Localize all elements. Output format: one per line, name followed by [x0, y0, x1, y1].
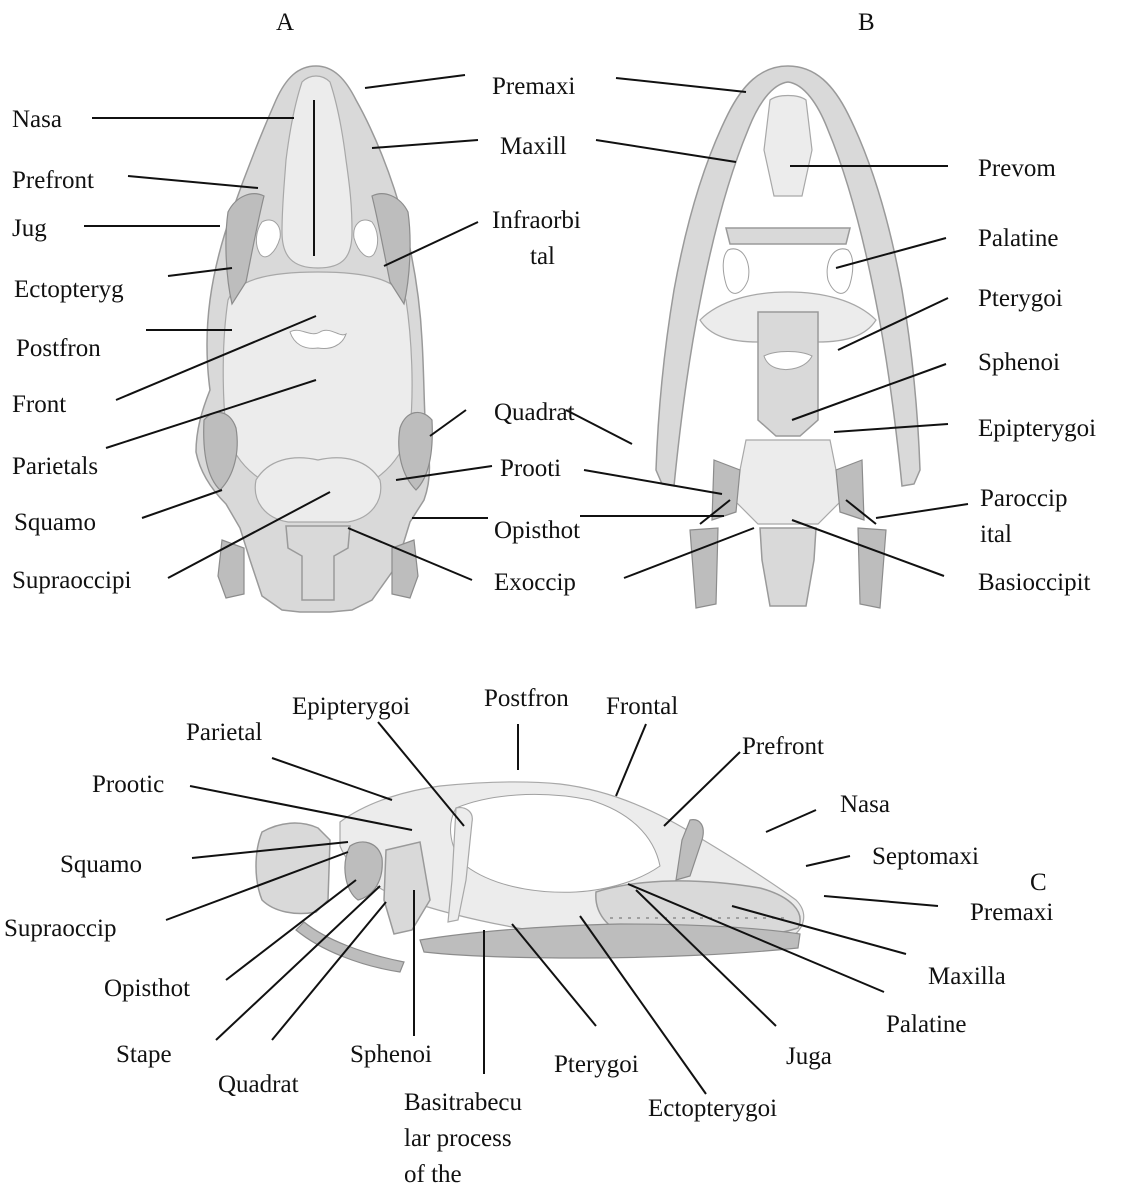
label-a-front: Front — [12, 391, 66, 418]
label-c-sphenoi: Sphenoi — [350, 1041, 432, 1068]
label-b-pterygoi: Pterygoi — [978, 285, 1063, 312]
label-a-infraorbi-1: Infraorbi — [492, 207, 581, 234]
label-b-basioccipit: Basioccipit — [978, 569, 1091, 596]
label-c-basitrabecu-3: of the — [404, 1161, 462, 1184]
panel-letter-b: B — [858, 9, 875, 36]
label-c-supraoccip: Supraoccip — [4, 915, 116, 942]
label-a-prefront: Prefront — [12, 167, 94, 194]
label-a-exoccip: Exoccip — [494, 569, 576, 596]
label-c-palatine: Palatine — [886, 1011, 967, 1038]
skull-ventral-view — [656, 66, 920, 608]
label-b-epipterygoi: Epipterygoi — [978, 415, 1096, 442]
label-a-postfron: Postfron — [16, 335, 101, 362]
label-b-palatine: Palatine — [978, 225, 1059, 252]
label-a-supraoccipi: Supraoccipi — [12, 567, 131, 594]
label-c-epipterygoi: Epipterygoi — [292, 693, 410, 720]
skull-dorsal-view — [196, 66, 432, 612]
panel-letter-a: A — [276, 9, 294, 36]
label-a-opisthot: Opisthot — [494, 517, 580, 544]
label-c-basitrabecu-2: lar process — [404, 1125, 512, 1152]
label-c-quadrat: Quadrat — [218, 1071, 299, 1098]
label-a-quadrat: Quadrat — [494, 399, 575, 426]
label-c-maxilla: Maxilla — [928, 963, 1006, 990]
label-c-basitrabecu-1: Basitrabecu — [404, 1089, 523, 1116]
label-c-nasa: Nasa — [840, 791, 890, 818]
skull-lateral-view — [256, 782, 804, 972]
label-a-infraorbi-2: tal — [530, 243, 555, 270]
label-a-jug: Jug — [12, 215, 47, 242]
label-a-squamo: Squamo — [14, 509, 96, 536]
label-c-postfron: Postfron — [484, 685, 569, 712]
label-c-juga: Juga — [786, 1043, 832, 1070]
label-c-ectopterygoi: Ectopterygoi — [648, 1095, 777, 1122]
label-c-septomaxi: Septomaxi — [872, 843, 979, 870]
label-c-frontal: Frontal — [606, 693, 678, 720]
label-a-prooti: Prooti — [500, 455, 561, 482]
label-c-stape: Stape — [116, 1041, 172, 1068]
label-a-maxill: Maxill — [500, 133, 567, 160]
label-c-premaxi: Premaxi — [970, 899, 1053, 926]
label-b-paroccip-1: Paroccip — [980, 485, 1067, 512]
panel-letter-c: C — [1030, 869, 1047, 896]
label-c-pterygoi: Pterygoi — [554, 1051, 639, 1078]
label-c-opisthot: Opisthot — [104, 975, 190, 1002]
label-c-squamo: Squamo — [60, 851, 142, 878]
label-b-sphenoi: Sphenoi — [978, 349, 1060, 376]
label-a-premaxi: Premaxi — [492, 73, 575, 100]
label-c-prootic: Prootic — [92, 771, 164, 798]
label-c-parietal: Parietal — [186, 719, 262, 746]
label-b-paroccip-2: ital — [980, 521, 1012, 548]
label-a-parietals: Parietals — [12, 453, 98, 480]
label-b-prevom: Prevom — [978, 155, 1056, 182]
label-a-nasa: Nasa — [12, 106, 62, 133]
label-c-prefront: Prefront — [742, 733, 824, 760]
label-a-ectopteryg: Ectopteryg — [14, 276, 124, 303]
